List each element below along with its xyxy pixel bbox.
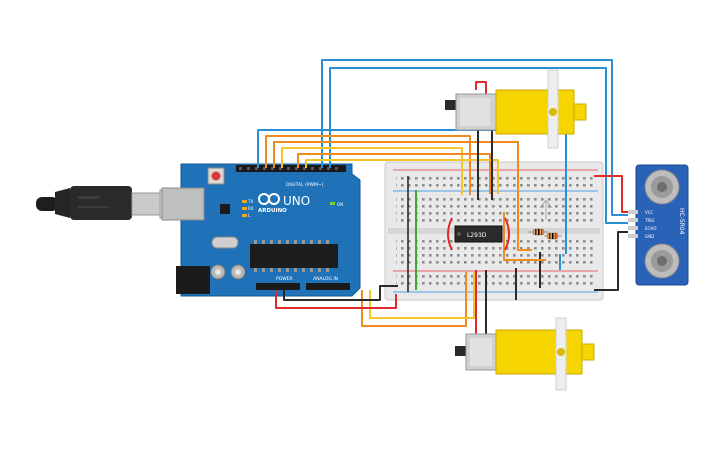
wire-sensor-gnd[interactable] <box>594 231 628 291</box>
wire-lower-yellow[interactable] <box>369 272 475 319</box>
wire-blue-mid[interactable] <box>257 129 567 254</box>
wire-en[interactable] <box>281 147 463 195</box>
rx-label: RX <box>248 206 254 211</box>
wire-in1[interactable] <box>265 135 471 195</box>
digital-header[interactable] <box>236 165 346 172</box>
rail-holes-bottom <box>396 275 594 289</box>
rail-holes-top <box>396 174 594 188</box>
wire-in3[interactable] <box>297 153 491 194</box>
ultrasonic-sensor[interactable]: VCC TRIG ECHO GND HC-SR04 <box>628 164 689 286</box>
usb-port <box>161 187 205 221</box>
pin-gnd-label: GND <box>645 234 654 239</box>
wire-trig[interactable] <box>321 59 628 216</box>
power-header[interactable] <box>256 283 300 290</box>
wire-gnd[interactable] <box>283 285 398 301</box>
chip-label: L293D <box>467 232 487 239</box>
terminal-holes-top <box>396 194 594 226</box>
usb-cable <box>36 186 183 220</box>
digital-label: DIGITAL (PWM~) <box>286 182 324 188</box>
wire-echo[interactable] <box>329 67 628 224</box>
analog-label: ANALOG IN <box>313 276 338 282</box>
crystal <box>211 236 239 249</box>
wire-resistor[interactable] <box>503 212 546 261</box>
on-label: ON <box>337 202 343 207</box>
wire-sensor-vcc[interactable] <box>594 175 628 213</box>
brand-label: ARDUINO <box>258 208 287 214</box>
dc-motor-top[interactable] <box>445 69 587 149</box>
sensor-model-label: HC-SR04 <box>678 208 685 235</box>
pin-vcc-label: VCC <box>645 210 654 215</box>
wires <box>257 59 628 338</box>
power-jack <box>176 266 210 294</box>
power-label: POWER <box>276 276 293 282</box>
resistor[interactable] <box>528 228 548 236</box>
wire-5v[interactable] <box>275 290 397 309</box>
analog-header[interactable] <box>306 283 350 290</box>
pin-echo-label: ECHO <box>645 226 656 231</box>
dc-motor-bottom[interactable] <box>455 317 595 391</box>
arduino-uno-board[interactable]: DIGITAL (PWM~) UNO ARDUINO TX RX L ON PO… <box>161 163 361 297</box>
l293d-chip[interactable]: L293D <box>447 217 510 251</box>
motor1-lead-red[interactable] <box>475 81 487 94</box>
pin-trig-label: TRIG <box>644 218 655 223</box>
tx-label: TX <box>247 199 253 204</box>
wire-in2[interactable] <box>273 141 532 251</box>
board-model-label: UNO <box>283 194 310 208</box>
arduino-logo-icon <box>258 193 280 205</box>
l-label: L <box>248 213 251 218</box>
usb-chip <box>220 204 230 214</box>
atmega-chip <box>250 244 338 268</box>
resistor[interactable] <box>544 232 562 240</box>
diode-symbol <box>539 199 553 220</box>
wire-in4[interactable] <box>305 159 499 194</box>
